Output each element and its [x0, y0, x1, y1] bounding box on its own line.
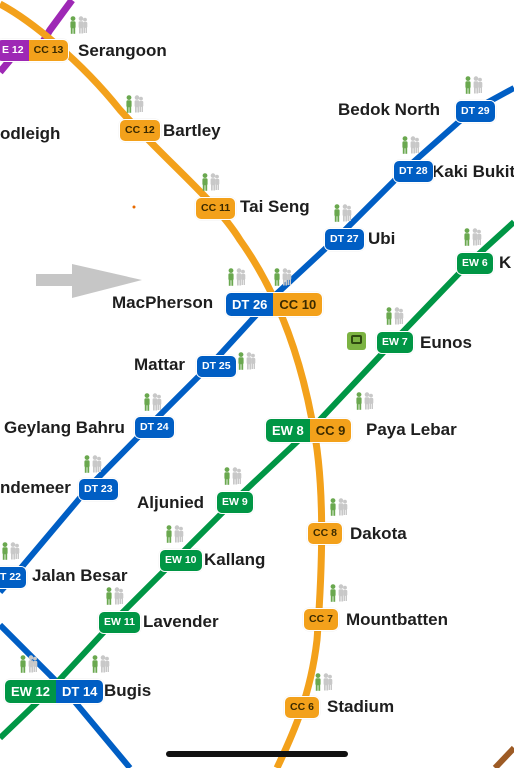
line-code-east_west: EW 9	[217, 492, 253, 513]
station-label-kallang[interactable]: Kallang	[204, 550, 266, 569]
standing-figures-icon	[354, 392, 374, 410]
standing-figures-icon	[200, 173, 220, 191]
station-code-badge-bartley[interactable]: CC 12	[119, 119, 161, 142]
standing-figures-icon	[222, 467, 242, 485]
bus-interchange-icon	[347, 332, 366, 350]
station-code-badge-ubi[interactable]: DT 27	[324, 228, 365, 251]
station-code-badge-kembangan-partial[interactable]: EW 6	[456, 252, 494, 275]
station-code-badge-bendemeer[interactable]: DT 23	[78, 478, 119, 501]
station-code-badge-lavender[interactable]: EW 11	[98, 611, 141, 634]
station-label-paya-lebar[interactable]: Paya Lebar	[366, 420, 457, 439]
station-label-dakota[interactable]: Dakota	[350, 524, 407, 543]
line-code-east_west: EW 12	[5, 680, 57, 703]
downtown-line	[0, 85, 514, 594]
standing-figures-icon	[82, 455, 102, 473]
station-label-macpherson[interactable]: MacPherson	[112, 293, 214, 312]
station-label-kembangan-partial[interactable]: K	[499, 253, 512, 272]
standing-figures-icon	[462, 228, 482, 246]
standing-figures-icon	[142, 393, 162, 411]
line-code-circle: CC 8	[308, 523, 342, 544]
line-code-circle: CC 13	[28, 40, 69, 61]
station-code-badge-dakota[interactable]: CC 8	[307, 522, 343, 545]
standing-figures-icon	[328, 498, 348, 516]
line-code-east_west: EW 10	[160, 550, 202, 571]
line-code-circle: CC 6	[285, 697, 319, 718]
station-label-tai-seng[interactable]: Tai Seng	[240, 197, 310, 216]
station-label-bedok-north[interactable]: Bedok North	[338, 100, 440, 119]
station-label-ubi[interactable]: Ubi	[368, 229, 396, 248]
line-code-circle: CC 12	[120, 120, 160, 141]
standing-figures-icon	[104, 587, 124, 605]
line-code-north_east: E 12	[0, 40, 29, 61]
standing-figures-icon	[332, 204, 352, 222]
line-code-circle: CC 10	[273, 293, 323, 316]
standing-figures-icon	[384, 307, 404, 325]
line-code-downtown: T 22	[0, 567, 27, 588]
station-code-badge-eunos[interactable]: EW 7	[376, 331, 414, 354]
station-code-badge-aljunied[interactable]: EW 9	[216, 491, 254, 514]
line-code-east_west: EW 7	[377, 332, 413, 353]
line-code-circle: CC 11	[196, 198, 236, 219]
standing-figures-icon	[236, 352, 256, 370]
line-code-downtown: DT 25	[197, 356, 236, 377]
station-code-badge-mattar[interactable]: DT 25	[196, 355, 237, 378]
line-code-downtown: DT 23	[79, 479, 118, 500]
station-label-lavender[interactable]: Lavender	[143, 612, 219, 631]
station-code-badge-mountbatten[interactable]: CC 7	[303, 608, 339, 631]
brown-line	[492, 745, 514, 768]
standing-figures-icon	[400, 136, 420, 154]
standing-figures-icon	[313, 673, 333, 691]
station-label-mattar[interactable]: Mattar	[134, 355, 186, 374]
station-label-bugis[interactable]: Bugis	[104, 681, 152, 700]
standing-figures-icon	[90, 655, 110, 673]
line-code-east_west: EW 8	[266, 419, 310, 442]
station-label-geylang-bahru[interactable]: Geylang Bahru	[4, 418, 125, 437]
standing-figures-icon	[463, 76, 483, 94]
station-label-serangoon[interactable]: Serangoon	[78, 41, 167, 60]
station-label-lorong-chuan-partial[interactable]: odleigh	[0, 124, 61, 143]
station-code-badge-geylang-bahru[interactable]: DT 24	[134, 416, 175, 439]
line-code-east_west: EW 6	[457, 253, 493, 274]
standing-figures-icon	[18, 655, 38, 673]
station-code-badge-stadium[interactable]: CC 6	[284, 696, 320, 719]
standing-figures-icon	[328, 584, 348, 602]
line-code-downtown: DT 28	[394, 161, 433, 182]
station-label-kaki-bukit[interactable]: Kaki Bukit	[432, 162, 514, 181]
marker-dot	[132, 205, 136, 209]
standing-figures-icon	[272, 268, 292, 286]
line-code-downtown: DT 26	[226, 293, 274, 316]
station-label-bartley[interactable]: Bartley	[163, 121, 221, 140]
station-label-aljunied[interactable]: Aljunied	[137, 493, 205, 512]
line-code-circle: CC 9	[309, 419, 352, 442]
line-code-downtown: DT 24	[135, 417, 174, 438]
standing-figures-icon	[124, 95, 144, 113]
station-code-badge-jalan-besar[interactable]: T 22	[0, 566, 28, 589]
circle-line	[0, 0, 326, 768]
left-pointing-gray-arrow	[36, 264, 142, 298]
standing-figures-icon	[226, 268, 246, 286]
line-code-downtown: DT 29	[456, 101, 495, 122]
home-indicator-bar[interactable]	[166, 751, 348, 757]
station-label-bendemeer[interactable]: ndemeer	[0, 478, 71, 497]
station-label-eunos[interactable]: Eunos	[420, 333, 472, 352]
line-code-circle: CC 7	[304, 609, 338, 630]
line-code-downtown: DT 27	[325, 229, 364, 250]
standing-figures-icon	[164, 525, 184, 543]
station-code-badge-tai-seng[interactable]: CC 11	[195, 197, 237, 220]
station-code-badge-kallang[interactable]: EW 10	[159, 549, 203, 572]
station-label-mountbatten[interactable]: Mountbatten	[346, 610, 448, 629]
station-code-badge-bedok-north[interactable]: DT 29	[455, 100, 496, 123]
station-label-stadium[interactable]: Stadium	[327, 697, 395, 716]
station-code-badge-kaki-bukit[interactable]: DT 28	[393, 160, 434, 183]
standing-figures-icon	[0, 542, 20, 560]
line-code-downtown: DT 14	[56, 680, 104, 703]
line-code-east_west: EW 11	[99, 612, 140, 633]
station-label-jalan-besar[interactable]: Jalan Besar	[32, 566, 128, 585]
standing-figures-icon	[68, 16, 88, 34]
